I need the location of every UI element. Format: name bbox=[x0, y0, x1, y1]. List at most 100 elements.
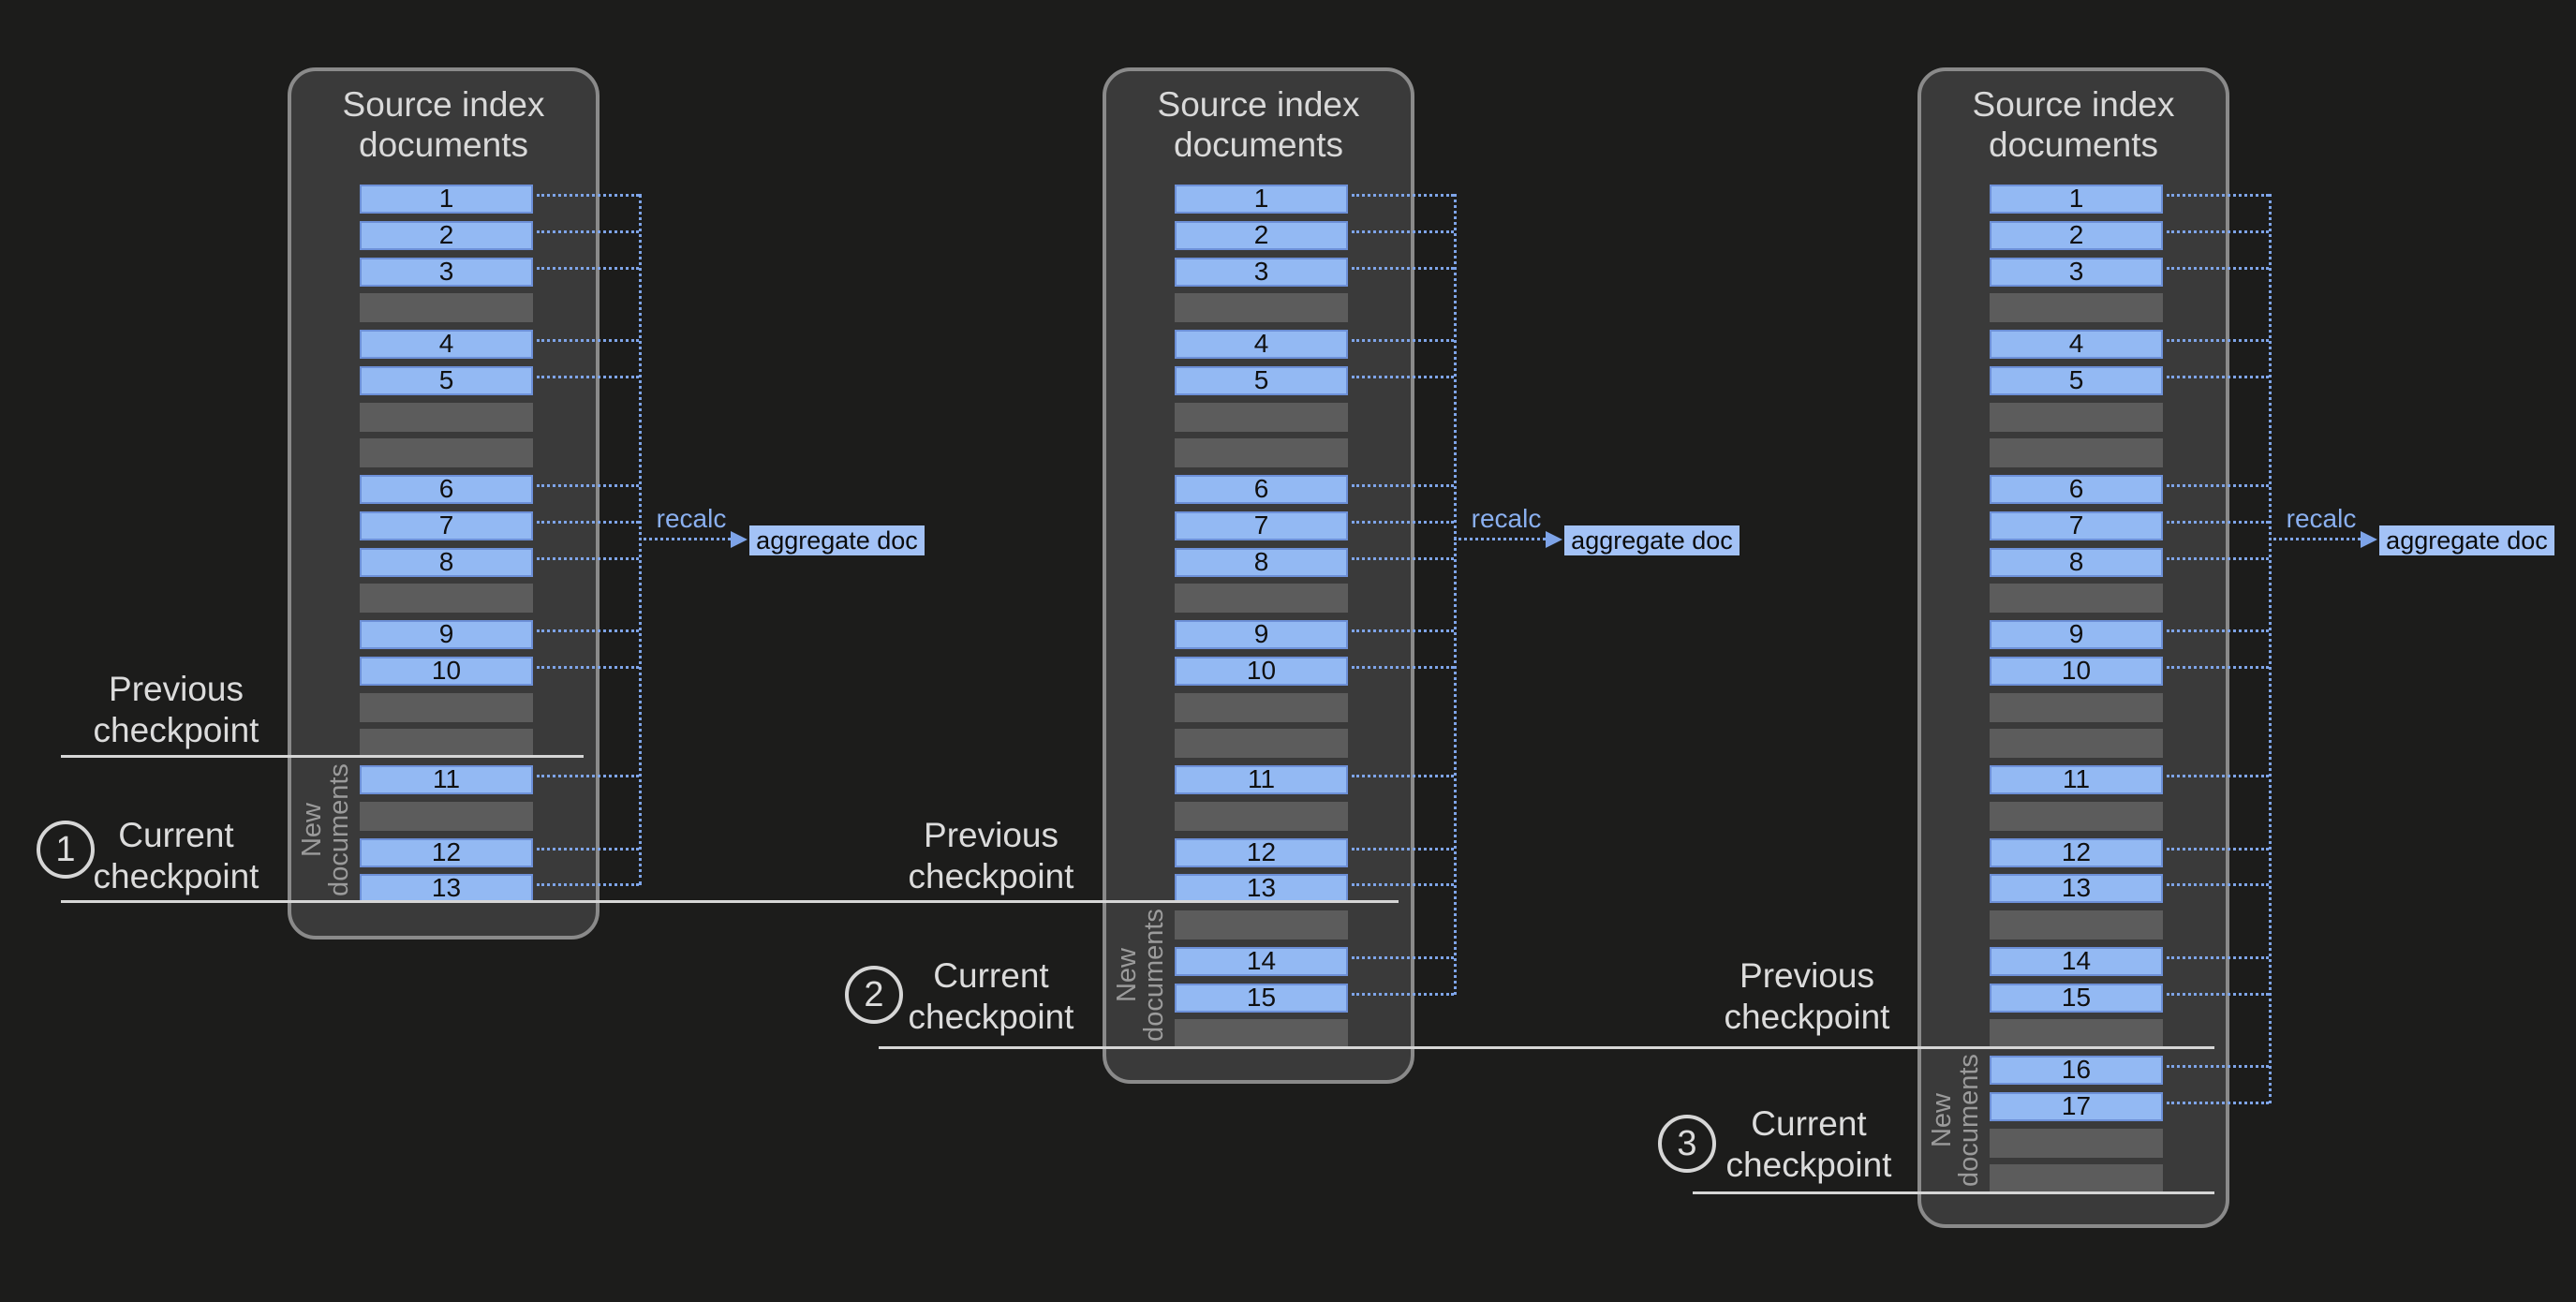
recalc-arrow-head bbox=[1546, 531, 1562, 548]
doc-connector-line bbox=[537, 230, 639, 233]
doc-number: 6 bbox=[1253, 474, 1269, 503]
doc-number: 12 bbox=[1246, 837, 1277, 866]
doc-number: 4 bbox=[438, 329, 454, 358]
recalc-label: recalc bbox=[2286, 504, 2357, 533]
doc-row-7: 7 bbox=[1990, 511, 2163, 540]
doc-row-5: 5 bbox=[1175, 366, 1348, 395]
doc-number: 10 bbox=[2061, 656, 2092, 685]
doc-number: 6 bbox=[438, 474, 454, 503]
doc-row-11: 11 bbox=[1175, 765, 1348, 794]
checkpoint-label-line: Current bbox=[933, 956, 1049, 995]
doc-connector-line bbox=[1352, 230, 1454, 233]
empty-row bbox=[1175, 802, 1348, 831]
doc-number: 14 bbox=[1246, 946, 1277, 975]
doc-row-3: 3 bbox=[1175, 258, 1348, 287]
empty-row bbox=[360, 293, 533, 322]
doc-number: 8 bbox=[2068, 547, 2084, 576]
doc-number: 13 bbox=[431, 873, 462, 902]
doc-row-9: 9 bbox=[360, 620, 533, 649]
doc-number: 10 bbox=[431, 656, 462, 685]
empty-row bbox=[1990, 438, 2163, 467]
checkpoint-label-line: checkpoint bbox=[1725, 1146, 1892, 1184]
recalc-arrow-head bbox=[2361, 531, 2377, 548]
panel-title-line: Source index bbox=[1972, 85, 2175, 124]
doc-number: 12 bbox=[431, 837, 462, 866]
doc-number: 4 bbox=[2068, 329, 2084, 358]
checkpoint-label-line: Previous bbox=[924, 816, 1059, 854]
empty-row bbox=[1990, 1129, 2163, 1158]
doc-number: 1 bbox=[1253, 184, 1269, 213]
doc-number: 2 bbox=[2068, 220, 2084, 249]
empty-row bbox=[1175, 693, 1348, 722]
doc-number: 5 bbox=[1253, 365, 1269, 394]
doc-connector-line bbox=[2167, 557, 2269, 560]
panel-title-line: documents bbox=[1989, 126, 2158, 164]
doc-connector-line bbox=[537, 775, 639, 777]
doc-number: 2 bbox=[438, 220, 454, 249]
checkpoint-label-line: Current bbox=[118, 816, 234, 854]
doc-connector-line bbox=[2167, 848, 2269, 851]
doc-number: 4 bbox=[1253, 329, 1269, 358]
doc-row-1: 1 bbox=[1175, 185, 1348, 214]
doc-connector-line bbox=[2167, 629, 2269, 632]
doc-connector-line bbox=[2167, 1065, 2269, 1068]
checkpoint-label-line: checkpoint bbox=[908, 857, 1074, 895]
doc-row-10: 10 bbox=[1175, 657, 1348, 686]
doc-connector-line bbox=[537, 194, 639, 197]
doc-connector-line bbox=[2167, 666, 2269, 669]
doc-number: 8 bbox=[1253, 547, 1269, 576]
checkpoint-label-line: checkpoint bbox=[908, 998, 1074, 1036]
empty-row bbox=[360, 693, 533, 722]
aggregate-doc-box: aggregate doc bbox=[1564, 525, 1740, 555]
empty-row bbox=[1990, 910, 2163, 940]
doc-number: 3 bbox=[2068, 257, 2084, 286]
doc-row-15: 15 bbox=[1175, 984, 1348, 1013]
doc-row-5: 5 bbox=[1990, 366, 2163, 395]
recalc-label: recalc bbox=[656, 504, 727, 533]
checkpoint-number-badge-2: 2 bbox=[845, 966, 903, 1024]
doc-row-13: 13 bbox=[1175, 874, 1348, 903]
doc-number: 9 bbox=[2068, 619, 2084, 648]
doc-connector-line bbox=[2167, 883, 2269, 886]
doc-connector-line bbox=[537, 339, 639, 342]
doc-number: 13 bbox=[1246, 873, 1277, 902]
recalc-arrow-shaft bbox=[1454, 538, 1546, 540]
empty-row bbox=[1990, 693, 2163, 722]
doc-number: 7 bbox=[438, 510, 454, 540]
empty-row bbox=[1175, 910, 1348, 940]
doc-number: 13 bbox=[2061, 873, 2092, 902]
doc-connector-line bbox=[537, 376, 639, 378]
doc-connector-line bbox=[1352, 666, 1454, 669]
empty-row bbox=[360, 802, 533, 831]
doc-connector-line bbox=[537, 484, 639, 487]
doc-row-14: 14 bbox=[1990, 947, 2163, 976]
doc-row-10: 10 bbox=[360, 657, 533, 686]
doc-row-4: 4 bbox=[1175, 330, 1348, 359]
aggregate-doc-box: aggregate doc bbox=[749, 525, 925, 555]
doc-number: 15 bbox=[1246, 983, 1277, 1012]
doc-number: 7 bbox=[1253, 510, 1269, 540]
doc-connector-line bbox=[2167, 230, 2269, 233]
doc-connector-line bbox=[537, 629, 639, 632]
doc-connector-line bbox=[1352, 775, 1454, 777]
doc-row-13: 13 bbox=[360, 874, 533, 903]
empty-row bbox=[1990, 584, 2163, 613]
doc-connector-line bbox=[1352, 883, 1454, 886]
doc-connector-line bbox=[2167, 339, 2269, 342]
doc-connector-line bbox=[1352, 629, 1454, 632]
doc-connector-line bbox=[1352, 484, 1454, 487]
doc-row-11: 11 bbox=[360, 765, 533, 794]
doc-number: 1 bbox=[2068, 184, 2084, 213]
empty-row bbox=[360, 584, 533, 613]
checkpoint-line-4 bbox=[1693, 1191, 2214, 1194]
empty-row bbox=[1175, 293, 1348, 322]
